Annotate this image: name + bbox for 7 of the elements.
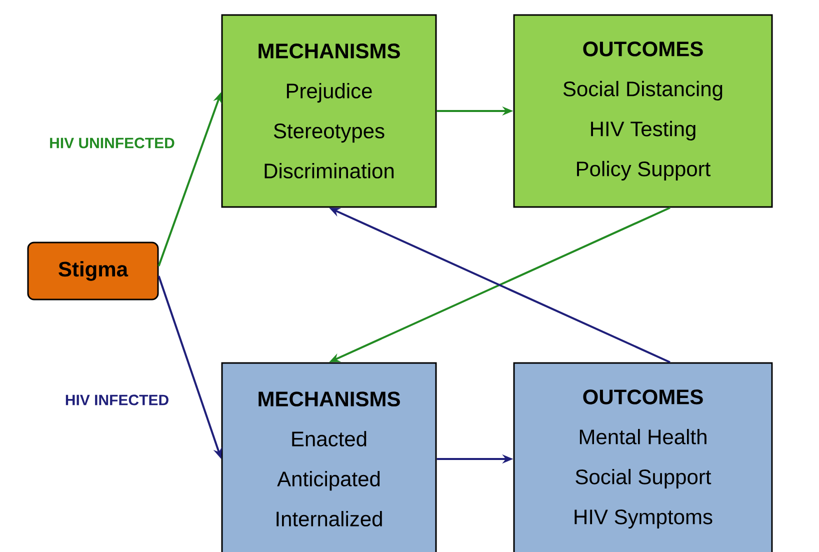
edge-label: HIV UNINFECTED [50, 138, 174, 148]
outcomes-box: OUTCOMES Mental Health Social Support HIV Symptoms [513, 362, 773, 552]
mechanisms-box: MECHANISMS Prejudice Stereotypes Discrimination [221, 14, 437, 208]
mechanisms-box: MECHANISMS Enacted Anticipated Internalized [221, 362, 437, 552]
outcomes-box: OUTCOMES Social Distancing HIV Testing Policy Support [513, 14, 773, 208]
edge-label: HIV INFECTED [66, 394, 168, 406]
stigma-box: Stigma [27, 242, 159, 300]
